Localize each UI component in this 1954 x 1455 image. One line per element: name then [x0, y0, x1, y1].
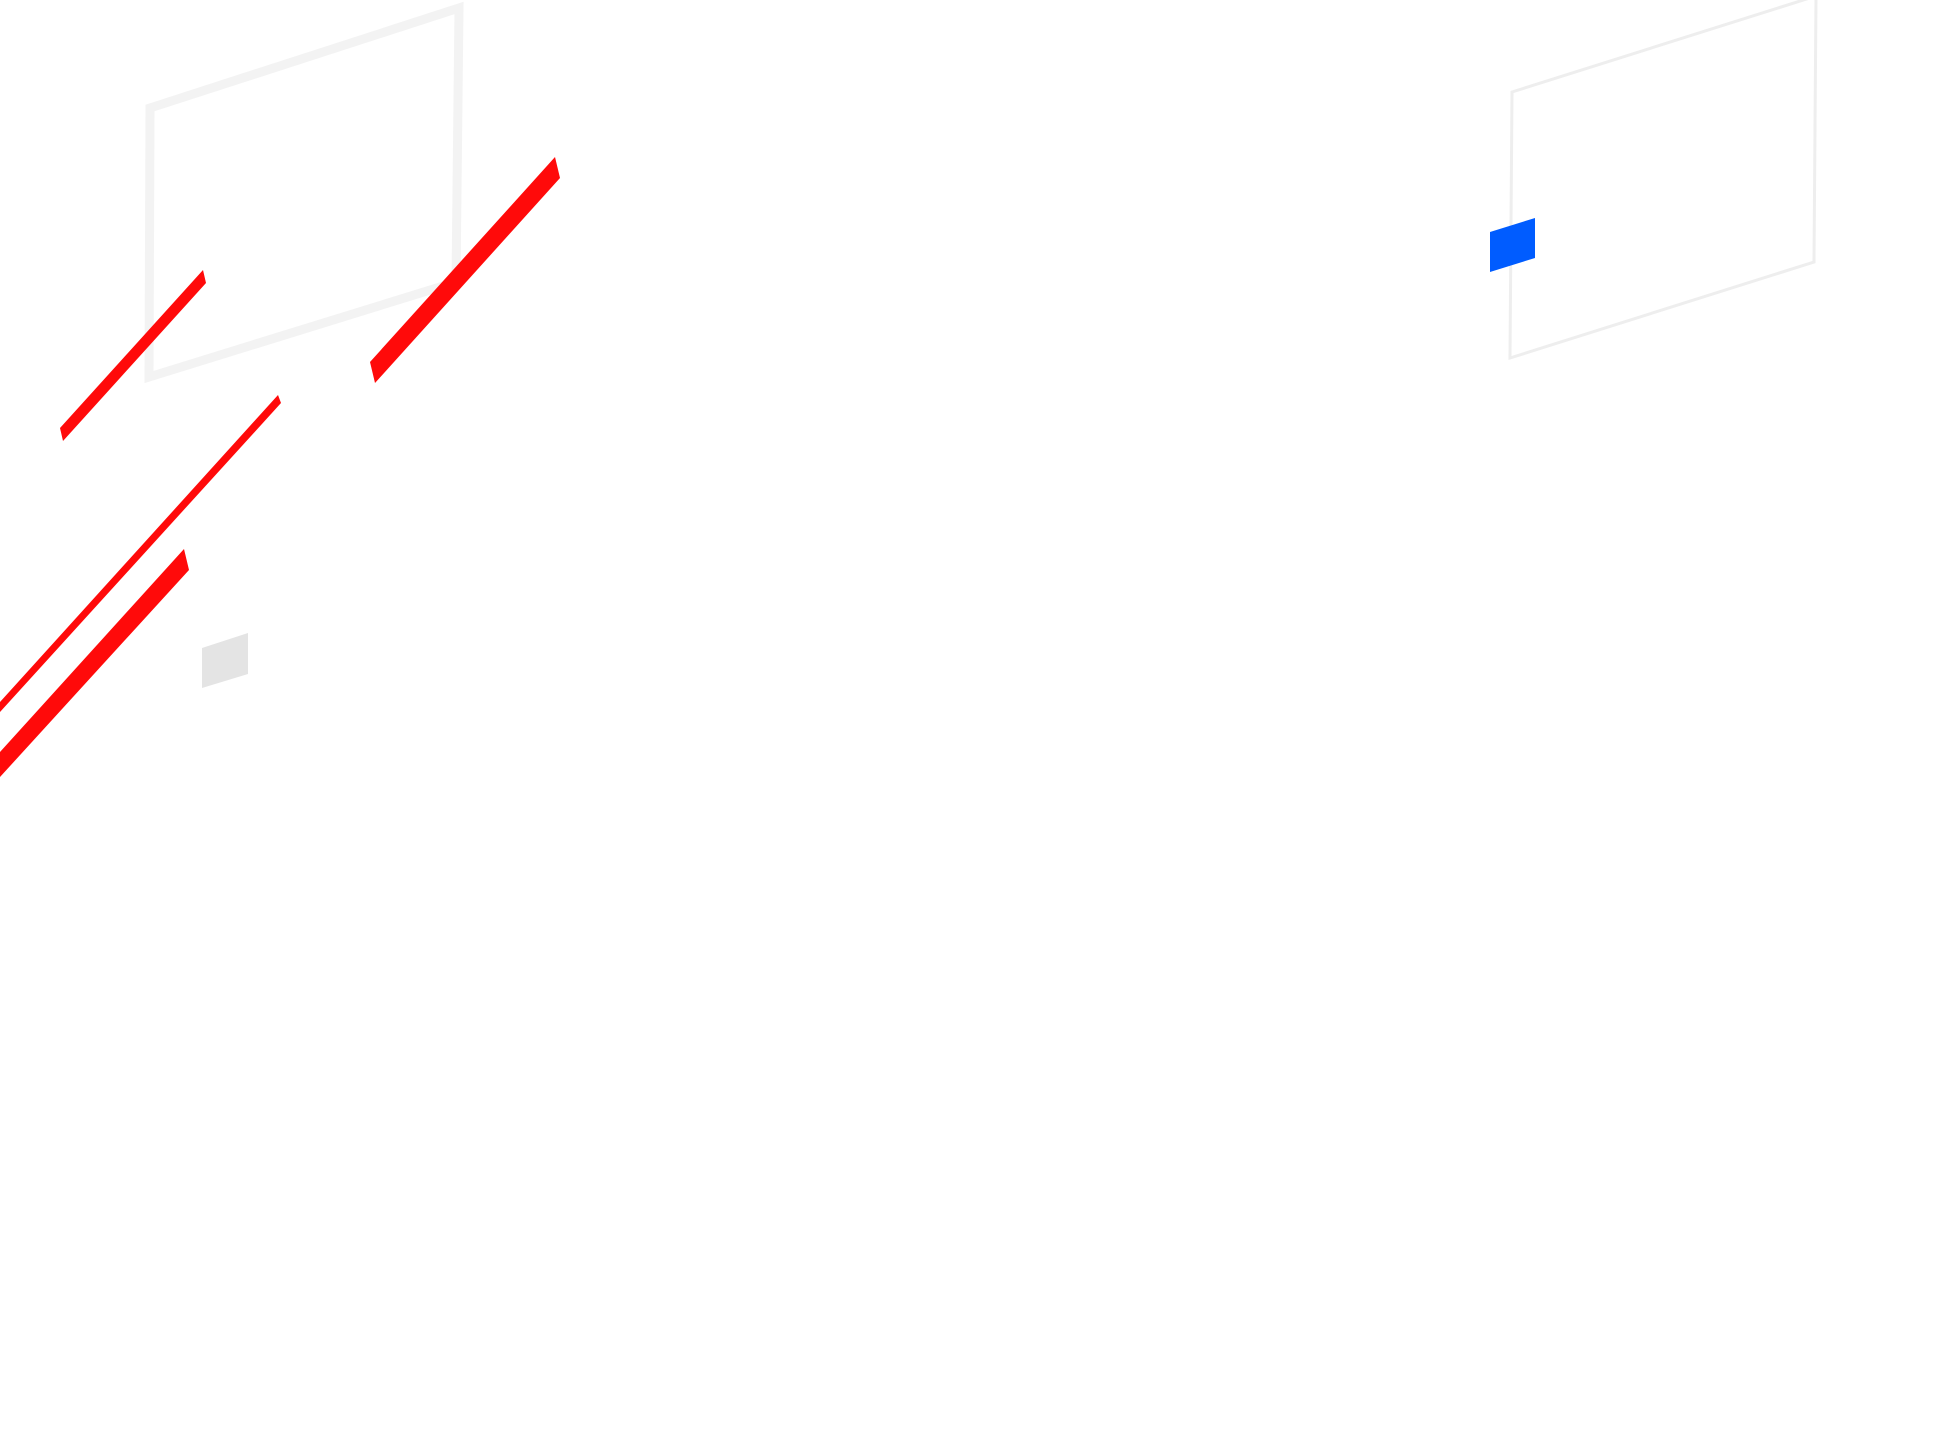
frame-outline-right [1508, 0, 1818, 361]
red-stripe-upper-left [60, 270, 206, 441]
red-stripe-thin-long [0, 395, 281, 712]
gray-tile [202, 633, 248, 688]
blue-tile [1490, 218, 1535, 272]
red-stripe-top-center [370, 157, 560, 383]
red-stripe-lower-left [0, 549, 189, 777]
